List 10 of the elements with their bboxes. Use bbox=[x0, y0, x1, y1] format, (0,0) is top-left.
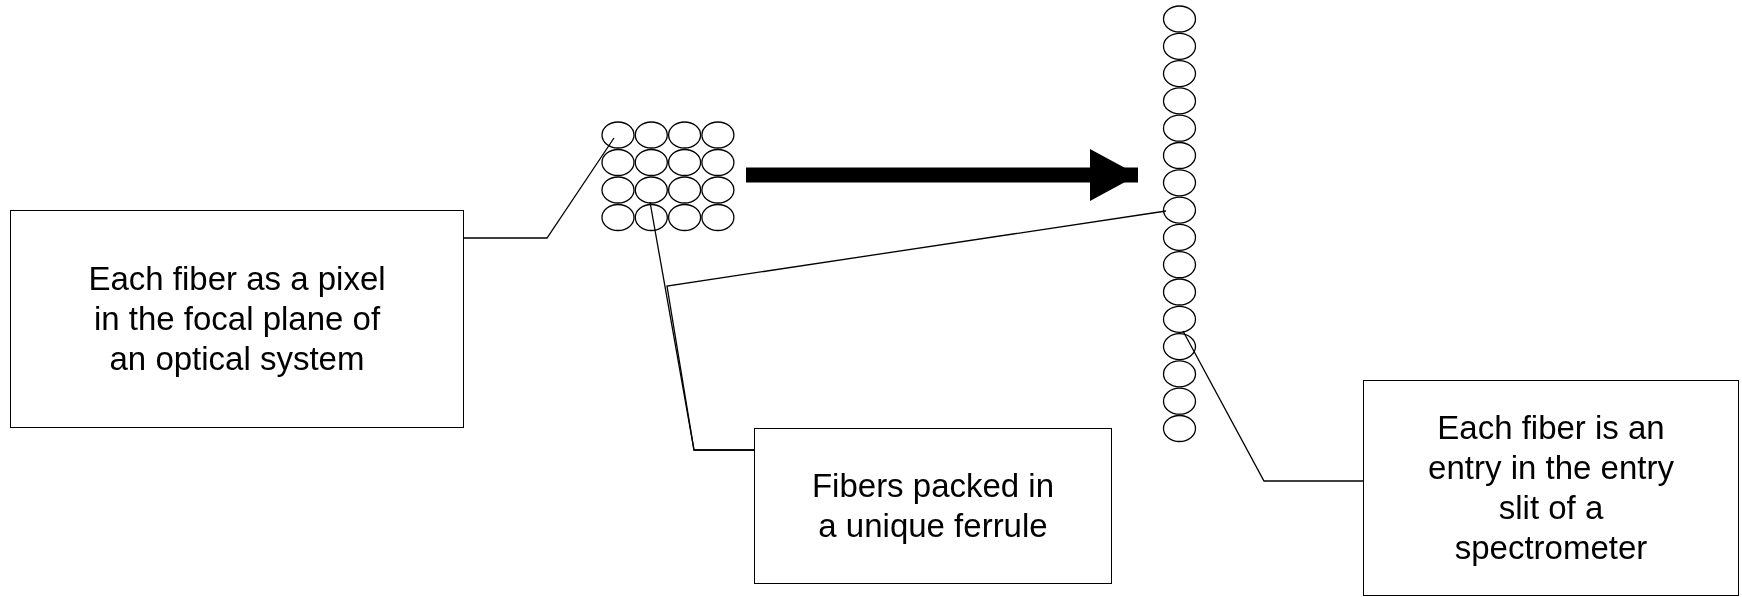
leader-line bbox=[463, 137, 615, 239]
callout-box bbox=[1363, 380, 1739, 596]
arrow bbox=[746, 149, 1138, 201]
leader-line bbox=[1182, 330, 1364, 482]
callout-text: Each fiber as a pixel in the focal plane of an optical system bbox=[87, 259, 387, 379]
leader-line bbox=[666, 210, 1167, 451]
callout-box bbox=[754, 428, 1112, 584]
callout-text: Fibers packed in a unique ferrule bbox=[810, 466, 1056, 546]
callout-box bbox=[10, 210, 464, 428]
callout-text: Each fiber is an entry in the entry slit of a spectrometer bbox=[1427, 408, 1675, 568]
